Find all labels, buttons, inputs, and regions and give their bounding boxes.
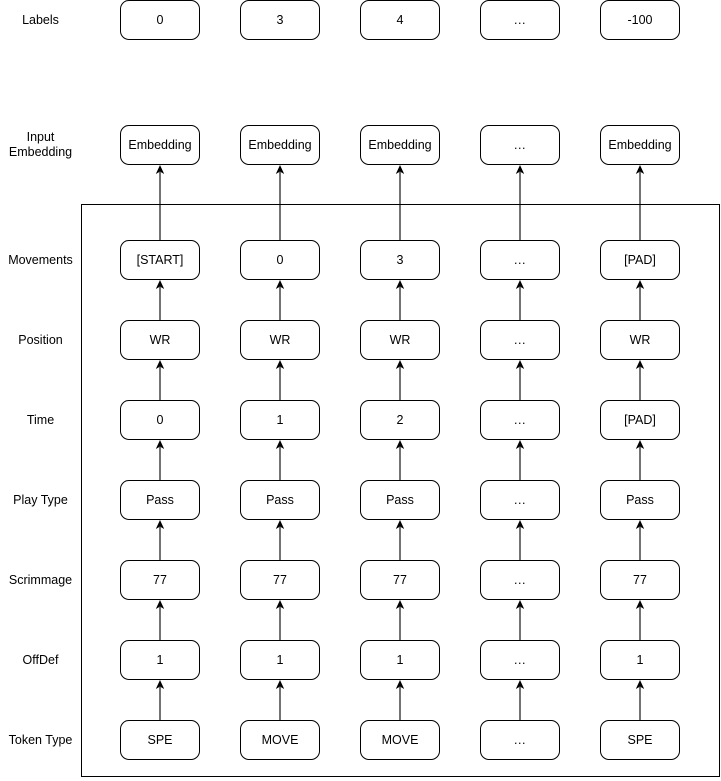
arrow-up-icon bbox=[274, 680, 286, 720]
arrow-up-icon bbox=[514, 440, 526, 480]
arrow-up-icon bbox=[634, 280, 646, 320]
node-token-type-1[interactable]: SPE bbox=[120, 720, 200, 760]
node-play-type-3[interactable]: Pass bbox=[360, 480, 440, 520]
row-label-token-type: Token Type bbox=[8, 733, 73, 747]
node-play-type-4[interactable]: ... bbox=[480, 480, 560, 520]
arrow-up-icon bbox=[394, 520, 406, 560]
node-labels-2[interactable]: 3 bbox=[240, 0, 320, 40]
node-time-1[interactable]: 0 bbox=[120, 400, 200, 440]
arrow-up-icon bbox=[514, 520, 526, 560]
node-time-3[interactable]: 2 bbox=[360, 400, 440, 440]
node-time-4[interactable]: ... bbox=[480, 400, 560, 440]
arrow-up-icon bbox=[514, 600, 526, 640]
row-label-play-type: Play Type bbox=[13, 493, 68, 507]
arrow-up-icon bbox=[394, 280, 406, 320]
arrow-up-icon bbox=[394, 440, 406, 480]
node-position-4[interactable]: ... bbox=[480, 320, 560, 360]
node-play-type-1[interactable]: Pass bbox=[120, 480, 200, 520]
node-labels-4[interactable]: ... bbox=[480, 0, 560, 40]
node-movements-3[interactable]: 3 bbox=[360, 240, 440, 280]
node-input-embedding-1[interactable]: Embedding bbox=[120, 125, 200, 165]
arrow-up-icon bbox=[634, 360, 646, 400]
node-position-5[interactable]: WR bbox=[600, 320, 680, 360]
arrow-up-icon bbox=[514, 280, 526, 320]
node-offdef-5[interactable]: 1 bbox=[600, 640, 680, 680]
row-label-labels: Labels bbox=[22, 13, 59, 27]
node-token-type-2[interactable]: MOVE bbox=[240, 720, 320, 760]
node-time-5[interactable]: [PAD] bbox=[600, 400, 680, 440]
arrow-up-icon bbox=[634, 520, 646, 560]
row-label-offdef: OffDef bbox=[22, 653, 59, 667]
node-token-type-4[interactable]: ... bbox=[480, 720, 560, 760]
arrow-up-icon bbox=[634, 165, 646, 240]
node-offdef-2[interactable]: 1 bbox=[240, 640, 320, 680]
node-scrimmage-4[interactable]: ... bbox=[480, 560, 560, 600]
row-label-position: Position bbox=[18, 333, 63, 347]
node-offdef-3[interactable]: 1 bbox=[360, 640, 440, 680]
node-offdef-1[interactable]: 1 bbox=[120, 640, 200, 680]
node-position-1[interactable]: WR bbox=[120, 320, 200, 360]
arrow-up-icon bbox=[634, 440, 646, 480]
arrow-up-icon bbox=[634, 680, 646, 720]
row-label-movements: Movements bbox=[8, 253, 73, 267]
node-position-2[interactable]: WR bbox=[240, 320, 320, 360]
arrow-up-icon bbox=[394, 680, 406, 720]
arrow-up-icon bbox=[154, 165, 166, 240]
node-input-embedding-5[interactable]: Embedding bbox=[600, 125, 680, 165]
node-token-type-3[interactable]: MOVE bbox=[360, 720, 440, 760]
node-labels-5[interactable]: -100 bbox=[600, 0, 680, 40]
arrow-up-icon bbox=[274, 600, 286, 640]
arrow-up-icon bbox=[634, 600, 646, 640]
arrow-up-icon bbox=[274, 165, 286, 240]
arrow-up-icon bbox=[154, 360, 166, 400]
node-scrimmage-2[interactable]: 77 bbox=[240, 560, 320, 600]
arrow-up-icon bbox=[514, 680, 526, 720]
node-input-embedding-3[interactable]: Embedding bbox=[360, 125, 440, 165]
node-movements-4[interactable]: ... bbox=[480, 240, 560, 280]
node-input-embedding-4[interactable]: ... bbox=[480, 125, 560, 165]
arrow-up-icon bbox=[154, 440, 166, 480]
arrow-up-icon bbox=[274, 280, 286, 320]
node-input-embedding-2[interactable]: Embedding bbox=[240, 125, 320, 165]
arrow-up-icon bbox=[154, 520, 166, 560]
arrow-up-icon bbox=[274, 440, 286, 480]
arrow-up-icon bbox=[394, 165, 406, 240]
node-token-type-5[interactable]: SPE bbox=[600, 720, 680, 760]
arrow-up-icon bbox=[154, 600, 166, 640]
arrow-up-icon bbox=[154, 680, 166, 720]
node-time-2[interactable]: 1 bbox=[240, 400, 320, 440]
node-movements-5[interactable]: [PAD] bbox=[600, 240, 680, 280]
node-offdef-4[interactable]: ... bbox=[480, 640, 560, 680]
arrow-up-icon bbox=[514, 165, 526, 240]
arrow-up-icon bbox=[394, 360, 406, 400]
node-scrimmage-3[interactable]: 77 bbox=[360, 560, 440, 600]
arrow-up-icon bbox=[394, 600, 406, 640]
node-play-type-2[interactable]: Pass bbox=[240, 480, 320, 520]
row-label-scrimmage: Scrimmage bbox=[8, 573, 73, 587]
node-position-3[interactable]: WR bbox=[360, 320, 440, 360]
arrow-up-icon bbox=[154, 280, 166, 320]
node-play-type-5[interactable]: Pass bbox=[600, 480, 680, 520]
row-label-input-embedding: Input Embedding bbox=[8, 130, 73, 159]
arrow-up-icon bbox=[274, 520, 286, 560]
arrow-up-icon bbox=[274, 360, 286, 400]
node-movements-1[interactable]: [START] bbox=[120, 240, 200, 280]
node-labels-3[interactable]: 4 bbox=[360, 0, 440, 40]
node-labels-1[interactable]: 0 bbox=[120, 0, 200, 40]
arrow-up-icon bbox=[514, 360, 526, 400]
node-movements-2[interactable]: 0 bbox=[240, 240, 320, 280]
row-label-time: Time bbox=[26, 413, 55, 427]
node-scrimmage-5[interactable]: 77 bbox=[600, 560, 680, 600]
node-scrimmage-1[interactable]: 77 bbox=[120, 560, 200, 600]
